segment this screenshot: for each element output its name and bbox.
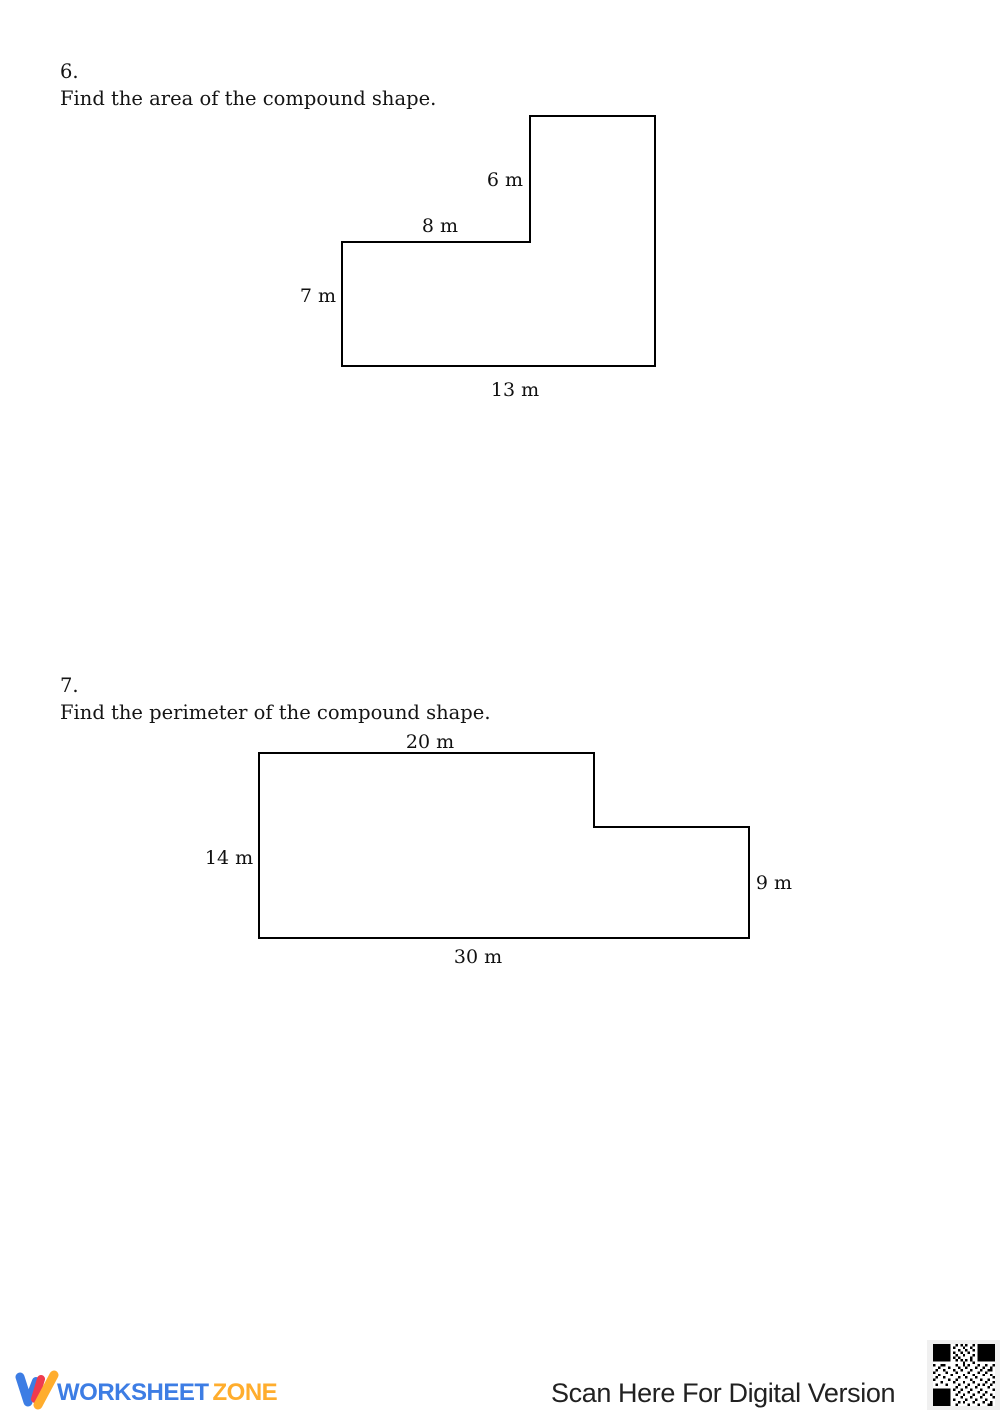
dimension-label: 7 m bbox=[299, 285, 337, 307]
qr-code-pattern bbox=[932, 1344, 995, 1406]
qr-code bbox=[927, 1340, 1000, 1410]
dimension-label: 9 m bbox=[755, 872, 793, 894]
dimension-label: 14 m bbox=[204, 847, 254, 869]
dimension-label: 13 m bbox=[490, 379, 540, 401]
worksheetzone-logo-icon bbox=[15, 1370, 59, 1410]
dimension-label: 8 m bbox=[421, 215, 459, 237]
problem-6-number: 6. bbox=[60, 60, 79, 83]
scan-here-text: Scan Here For Digital Version bbox=[551, 1378, 896, 1408]
problem-7-number: 7. bbox=[60, 674, 79, 697]
dimension-label: 30 m bbox=[453, 946, 503, 968]
compound-shape-6-outline bbox=[341, 115, 656, 367]
problem-7-prompt: Find the perimeter of the compound shape… bbox=[60, 701, 491, 724]
compound-shape-7-outline bbox=[258, 752, 750, 939]
dimension-label: 6 m bbox=[486, 169, 524, 191]
problem-6-prompt: Find the area of the compound shape. bbox=[60, 87, 437, 110]
dimension-label: 20 m bbox=[405, 731, 455, 753]
problem-7: 7. Find the perimeter of the compound sh… bbox=[60, 672, 491, 726]
brand-word-zone: ZONE bbox=[212, 1379, 278, 1406]
problem-7-figure bbox=[258, 752, 750, 939]
problem-6: 6. Find the area of the compound shape. bbox=[60, 58, 436, 112]
problem-6-figure bbox=[341, 115, 656, 367]
brand-word-worksheet: WORKSHEET bbox=[57, 1379, 209, 1406]
